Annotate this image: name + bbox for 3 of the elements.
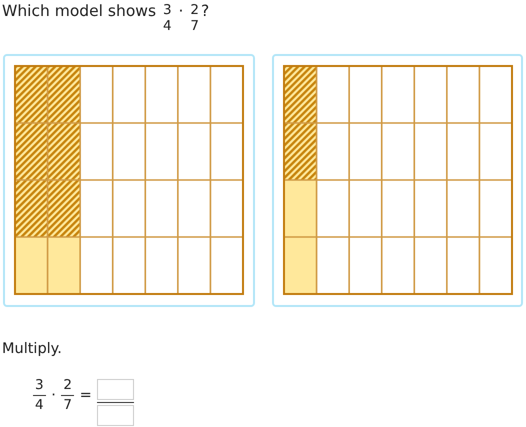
- answer-choice-card: [272, 54, 523, 307]
- instruction-text: Multiply.: [2, 341, 62, 357]
- answer-choice-card: [3, 54, 255, 307]
